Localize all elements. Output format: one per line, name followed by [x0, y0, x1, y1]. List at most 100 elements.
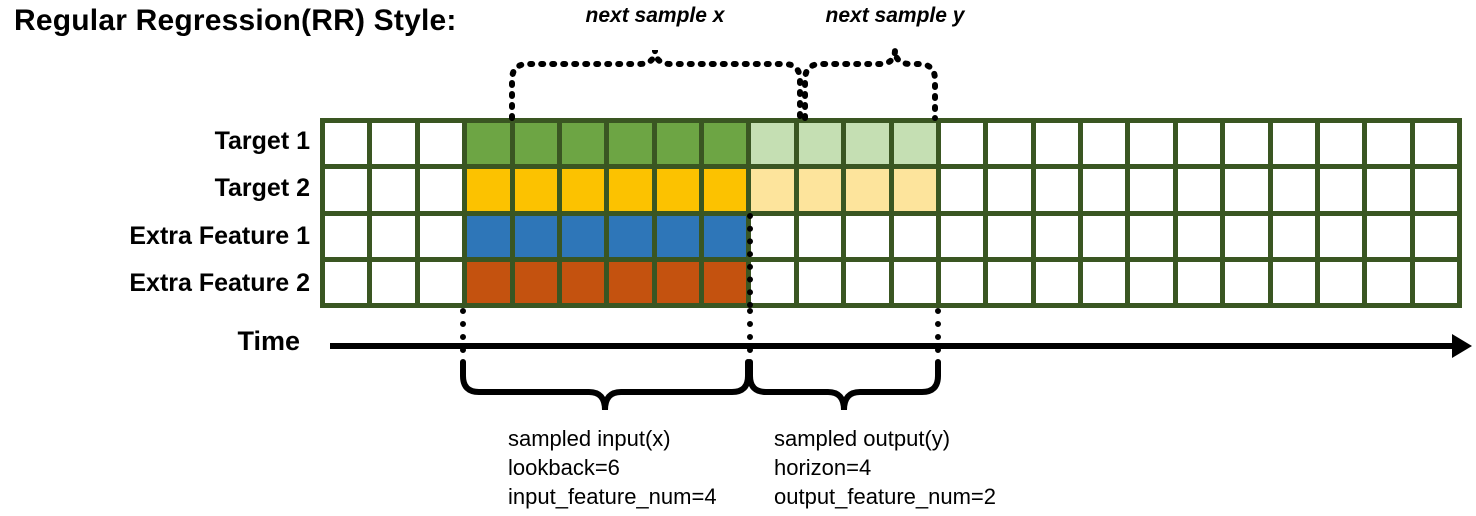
grid-cell-target-2-14: [988, 169, 1031, 211]
grid-cell-extra-feature-1-8: [704, 215, 747, 257]
grid-cell-target-1-5: [561, 123, 605, 165]
grid-cell-target-1-17: [1130, 123, 1173, 165]
grid-cell-target-2-18: [1177, 169, 1221, 211]
page-title: Regular Regression(RR) Style:: [14, 4, 457, 37]
guide-line-output-end: [935, 308, 941, 366]
top-braces: [509, 49, 938, 121]
grid-cell-target-2-0: [325, 169, 368, 211]
grid-cell-target-2-21: [1319, 169, 1363, 211]
grid-cell-target-1-9: [751, 123, 794, 165]
grid-cell-extra-feature-1-10: [798, 215, 842, 257]
grid-cell-target-2-7: [656, 169, 699, 211]
grid-cell-extra-feature-1-23: [1414, 215, 1457, 257]
grid-cell-target-1-1: [372, 123, 415, 165]
label-next-sample-x: next sample x: [585, 4, 725, 27]
grid-cell-target-2-5: [561, 169, 605, 211]
grid-cell-target-1-2: [419, 123, 463, 165]
row-label-extra-feature-2: Extra Feature 2: [129, 269, 310, 297]
grid-cell-target-2-3: [467, 169, 510, 211]
brace-sampled-output: [747, 359, 941, 411]
grid-cell-extra-feature-1-2: [419, 215, 463, 257]
grid-cell-extra-feature-1-17: [1130, 215, 1173, 257]
label-next-sample-y: next sample y: [825, 4, 965, 27]
grid-cell-extra-feature-2-6: [609, 261, 652, 303]
grid-cell-extra-feature-1-6: [609, 215, 652, 257]
grid-cell-target-2-6: [609, 169, 652, 211]
grid-cell-extra-feature-1-13: [940, 215, 984, 257]
sampled-output-caption: sampled output(y) horizon=4 output_featu…: [774, 424, 996, 511]
grid-cell-extra-feature-1-18: [1177, 215, 1221, 257]
grid-cell-target-1-12: [893, 123, 936, 165]
grid-cell-target-2-20: [1272, 169, 1315, 211]
brace-sampled-input: [460, 359, 751, 411]
grid-cell-extra-feature-1-20: [1272, 215, 1315, 257]
grid-cell-target-2-23: [1414, 169, 1457, 211]
grid-cell-target-1-6: [609, 123, 652, 165]
grid-cell-extra-feature-1-11: [846, 215, 889, 257]
grid-cell-target-2-9: [751, 169, 794, 211]
grid-cell-target-1-21: [1319, 123, 1363, 165]
grid-cell-extra-feature-2-10: [798, 261, 842, 303]
sampled-output-line-1: sampled output(y): [774, 426, 951, 451]
brace-next-sample-y: [802, 49, 938, 121]
sampled-output-line-3: output_feature_num=2: [774, 484, 997, 509]
grid-cell-target-2-10: [798, 169, 842, 211]
grid-cell-extra-feature-2-19: [1225, 261, 1268, 303]
grid-cell-extra-feature-1-19: [1225, 215, 1268, 257]
grid-cell-target-2-12: [893, 169, 936, 211]
grid-cell-target-2-1: [372, 169, 415, 211]
bottom-braces: [460, 359, 941, 411]
grid-cell-target-2-19: [1225, 169, 1268, 211]
grid-cell-target-1-19: [1225, 123, 1268, 165]
grid-cell-extra-feature-1-22: [1367, 215, 1410, 257]
grid-cell-target-1-18: [1177, 123, 1221, 165]
grid-cell-extra-feature-1-5: [561, 215, 605, 257]
grid-cell-extra-feature-2-12: [893, 261, 936, 303]
time-axis-arrow-icon: [1452, 334, 1472, 358]
grid-cell-extra-feature-1-4: [514, 215, 557, 257]
grid-cell-extra-feature-2-15: [1035, 261, 1078, 303]
grid-cell-target-2-15: [1035, 169, 1078, 211]
grid-cell-target-1-14: [988, 123, 1031, 165]
grid-cell-target-1-0: [325, 123, 368, 165]
grid-cell-extra-feature-2-7: [656, 261, 699, 303]
grid-cell-extra-feature-2-18: [1177, 261, 1221, 303]
grid-cell-target-1-20: [1272, 123, 1315, 165]
grid-cell-target-2-11: [846, 169, 889, 211]
grid-cell-extra-feature-1-7: [656, 215, 699, 257]
grid-cell-extra-feature-1-15: [1035, 215, 1078, 257]
grid-cell-target-1-13: [940, 123, 984, 165]
grid-cell-extra-feature-2-2: [419, 261, 463, 303]
grid-cell-extra-feature-1-12: [893, 215, 936, 257]
grid-cell-target-1-10: [798, 123, 842, 165]
row-label-column: Target 1 Target 2 Extra Feature 1 Extra …: [0, 118, 310, 308]
row-label-target-1: Target 1: [214, 127, 310, 155]
grid-cell-extra-feature-2-11: [846, 261, 889, 303]
grid-cell-extra-feature-1-3: [467, 215, 510, 257]
grid-cell-target-1-15: [1035, 123, 1078, 165]
grid-cell-extra-feature-2-3: [467, 261, 510, 303]
row-label-target-2: Target 2: [214, 174, 310, 202]
sampled-input-line-3: input_feature_num=4: [508, 484, 717, 509]
grid-cell-extra-feature-2-20: [1272, 261, 1315, 303]
grid-cell-extra-feature-2-5: [561, 261, 605, 303]
time-axis-label: Time: [237, 326, 300, 356]
grid-cell-extra-feature-2-22: [1367, 261, 1410, 303]
sampled-input-caption: sampled input(x) lookback=6 input_featur…: [508, 424, 717, 511]
grid-cell-target-1-7: [656, 123, 699, 165]
grid-cell-extra-feature-1-1: [372, 215, 415, 257]
grid-cell-target-2-17: [1130, 169, 1173, 211]
grid-cell-target-1-23: [1414, 123, 1457, 165]
grid-cell-extra-feature-2-14: [988, 261, 1031, 303]
grid-cell-extra-feature-1-0: [325, 215, 368, 257]
grid-cell-extra-feature-1-21: [1319, 215, 1363, 257]
guide-line-feature-split: [747, 213, 753, 308]
grid-cell-extra-feature-2-1: [372, 261, 415, 303]
sampled-output-line-2: horizon=4: [774, 455, 872, 480]
grid-cell-target-1-11: [846, 123, 889, 165]
grid-cell-extra-feature-2-0: [325, 261, 368, 303]
grid-cell-target-2-16: [1083, 169, 1126, 211]
row-label-extra-feature-1: Extra Feature 1: [129, 222, 310, 250]
grid-cell-extra-feature-1-16: [1083, 215, 1126, 257]
grid-cell-target-2-8: [704, 169, 747, 211]
